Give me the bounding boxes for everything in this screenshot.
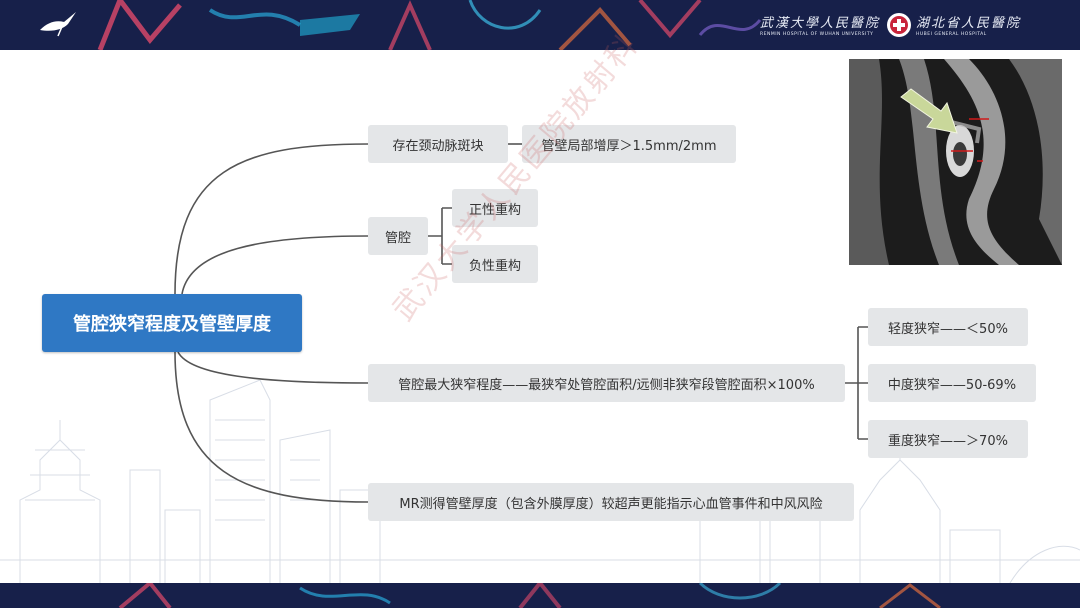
connector-branch2-children (428, 207, 452, 265)
header-decoration (97, 0, 762, 50)
header-bar: 武漢大學人民醫院 RENMIN HOSPITAL OF WUHAN UNIVER… (0, 0, 1080, 50)
node-moderate-stenosis: 中度狭窄——50-69% (868, 364, 1036, 402)
hospital2-name-en: HUBEI GENERAL HOSPITAL (916, 32, 987, 37)
footer-decoration (118, 583, 941, 608)
hospital1-name-en: RENMIN HOSPITAL OF WUHAN UNIVERSITY (760, 32, 874, 37)
mindmap-root-node: 管腔狭窄程度及管壁厚度 (42, 294, 302, 352)
hospital1-logo: 武漢大學人民醫院 RENMIN HOSPITAL OF WUHAN UNIVER… (760, 12, 880, 37)
connector-root-branch4 (174, 351, 369, 503)
hospital2-name: 湖北省人民醫院 (916, 16, 1022, 31)
node-wall-thickening: 管壁局部增厚＞1.5mm/2mm (522, 125, 736, 163)
connector-root-branch3 (177, 351, 369, 384)
hospital-emblem-icon (887, 13, 911, 37)
node-mild-stenosis: 轻度狭窄——＜50% (868, 308, 1028, 346)
footer-bar (0, 583, 1080, 608)
node-max-stenosis-formula: 管腔最大狭窄程度——最狭窄处管腔面积/远侧非狭窄段管腔面积×100% (368, 364, 845, 402)
crane-logo-icon (40, 12, 76, 37)
hospital1-name: 武漢大學人民醫院 (760, 16, 881, 31)
node-carotid-plaque: 存在颈动脉斑块 (368, 125, 508, 163)
connector-branch3-children (845, 326, 868, 440)
node-mr-wall-thickness: MR测得管壁厚度（包含外膜厚度）较超声更能指示心血管事件和中风风险 (368, 483, 854, 521)
node-lumen: 管腔 (368, 217, 428, 255)
connector-root-branch1 (174, 143, 369, 295)
hospital2-logo: 湖北省人民醫院 HUBEI GENERAL HOSPITAL (916, 12, 1021, 37)
node-positive-remodeling: 正性重构 (452, 189, 538, 227)
connector-root-branch2 (181, 235, 369, 295)
node-negative-remodeling: 负性重构 (452, 245, 538, 283)
node-severe-stenosis: 重度狭窄——＞70% (868, 420, 1028, 458)
mri-scan-image (849, 59, 1062, 265)
city-skyline-background (0, 380, 1080, 583)
